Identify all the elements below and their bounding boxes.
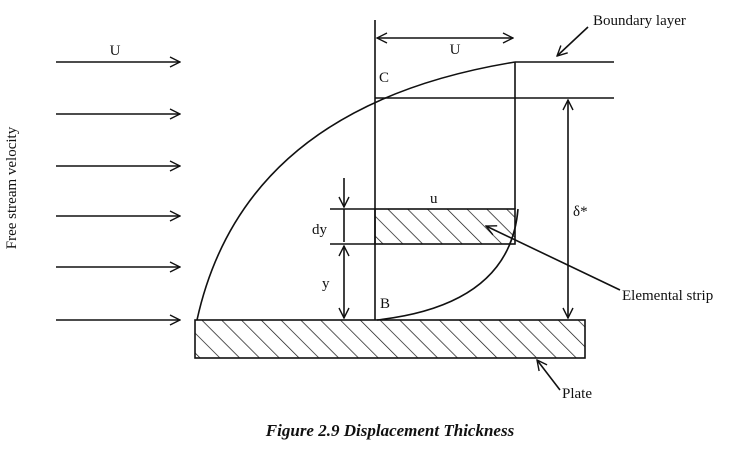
profile-u-label: U: [450, 42, 461, 58]
elemental-strip-leader: [486, 226, 621, 291]
boundary-layer-edge-curve: [196, 61, 516, 321]
free-stream-velocity-label: Free stream velocity: [4, 126, 20, 249]
plate: [194, 319, 586, 359]
elemental-strip: [374, 208, 516, 245]
elemental-strip-label: Elemental strip: [622, 288, 713, 304]
point-b-label: B: [380, 296, 390, 312]
plate-label: Plate: [562, 386, 592, 402]
free-stream-u-label: U: [110, 43, 121, 59]
delta-star-label: δ*: [573, 204, 588, 220]
plate-leader: [537, 360, 561, 391]
y-label: y: [322, 276, 330, 292]
dy-label: dy: [312, 222, 328, 238]
free-stream-arrows: [56, 62, 180, 320]
boundary-layer-leader: [557, 26, 589, 56]
figure-caption: Figure 2.9 Displacement Thickness: [265, 421, 515, 440]
point-c-label: C: [379, 70, 389, 86]
boundary-layer-label: Boundary layer: [593, 13, 686, 29]
u-label: u: [430, 191, 438, 207]
